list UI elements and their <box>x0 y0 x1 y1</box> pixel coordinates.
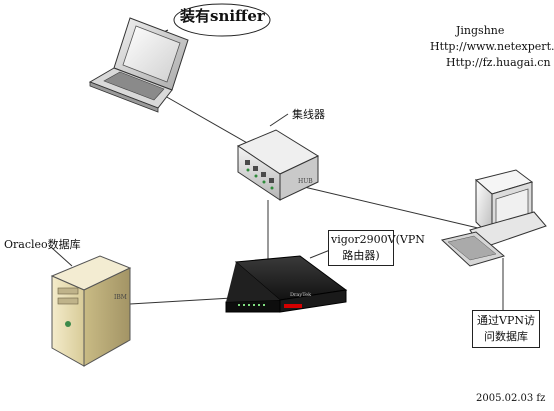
hub-icon <box>236 129 320 201</box>
url-netexpert: Http://www.netexpert.cn <box>430 40 554 53</box>
date-signature: 2005.02.03 fz <box>476 393 546 404</box>
connection-lines <box>51 91 504 310</box>
router-label: vigor2900V(VPN路由器) <box>328 230 425 266</box>
vpn-client-label: 通过VPN访问数据库 <box>472 310 540 348</box>
callout-router <box>309 249 331 259</box>
link-hub-pc <box>299 185 479 229</box>
url-huagai: Http://fz.huagai.cn <box>446 56 551 69</box>
hub-label: 集线器 <box>292 108 325 121</box>
author-label: Jingshne <box>456 24 505 37</box>
laptop-icon <box>88 17 189 113</box>
callout-hub <box>269 113 289 127</box>
router-brand-tag: DrayTek <box>290 292 312 298</box>
server-brand-tag: IBM <box>114 294 127 301</box>
callout-oracle <box>51 247 73 267</box>
router-icon <box>225 255 348 313</box>
hub-port-tag: HUB <box>298 178 313 185</box>
link-router-server <box>129 297 233 305</box>
link-laptop-hub <box>157 91 257 149</box>
server-icon <box>50 255 132 367</box>
sniffer-bubble-label: 装有sniffer <box>180 7 265 25</box>
desktop-computer-icon <box>440 169 547 267</box>
oracle-db-label: Oracleo数据库 <box>4 238 81 251</box>
